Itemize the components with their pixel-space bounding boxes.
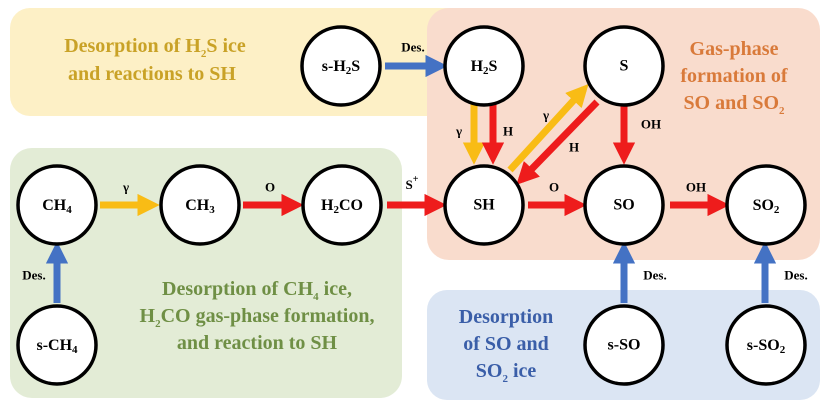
panel-ice-title-line2: of SO and [463,333,549,355]
label-sh-so-o: O [549,180,559,195]
node-s-h2s: s-H2S [300,25,382,107]
label-h2s-sh-h: H [503,124,513,139]
svg-text:s-CH4: s-CH4 [36,337,78,357]
svg-text:SH: SH [473,197,495,214]
svg-text:H2S: H2S [471,58,498,78]
panel-sox-title-line3: SO and SO2 [683,92,785,117]
node-s-so2: s-SO2 [725,304,807,386]
label-so-so2-oh: OH [686,180,706,195]
panel-ch4-title-line2: H2CO gas-phase formation, [140,305,375,330]
svg-text:s-SO2: s-SO2 [747,337,786,357]
panel-h2s-title-line1: Desorption of H2S ice [64,35,246,60]
panel-sox-title-line2: formation of [680,65,788,87]
panel-h2s-desorption [10,8,542,116]
node-s-ch4: s-CH4 [16,304,98,386]
node-sh: SH [443,164,525,246]
svg-text:SO: SO [613,197,634,214]
label-sh2s-h2s-des: Des. [401,40,424,55]
label-h2co-sh-splus: S+ [406,174,419,192]
label-s-so-oh: OH [641,117,661,132]
label-sch4-ch4-des: Des. [22,268,45,283]
panel-sox-title-line1: Gas-phase [690,38,779,60]
svg-text:SO2: SO2 [753,197,780,217]
arrow-sh-to-s-gamma [507,84,589,173]
node-so: SO [583,164,665,246]
panel-ice-title-line1: Desorption [459,306,553,328]
label-s-sh-h: H [569,140,579,155]
panel-ice-title-line3: SO2 ice [476,360,537,385]
label-ch3-h2co-o: O [265,180,275,195]
svg-text:S: S [620,58,629,75]
node-s-so: s-SO [583,304,665,386]
node-s: S [583,25,665,107]
arrow-s-to-sh-h [516,99,600,185]
svg-text:CH3: CH3 [185,197,215,217]
node-so2: SO2 [725,164,807,246]
node-h2s: H2S [443,25,525,107]
label-ch4-ch3-gamma: γ [122,180,129,195]
node-ch4: CH4 [16,164,98,246]
panel-h2s-title-line2: and reactions to SH [68,63,236,85]
panel-ch4-title-line1: Desorption of CH4 ice, [162,278,352,303]
label-h2s-sh-gamma: γ [455,124,462,139]
svg-text:s-H2S: s-H2S [322,58,361,78]
node-h2co: H2CO [301,164,383,246]
label-sh-s-gamma: γ [542,108,549,123]
label-sso-so-des: Des. [643,268,666,283]
node-ch3: CH3 [159,164,241,246]
svg-text:H2CO: H2CO [321,197,363,217]
panel-ch4-title-line3: and reaction to SH [177,332,338,354]
svg-text:s-SO: s-SO [608,337,641,354]
label-sso2-so2-des: Des. [784,268,807,283]
svg-text:CH4: CH4 [42,197,72,217]
